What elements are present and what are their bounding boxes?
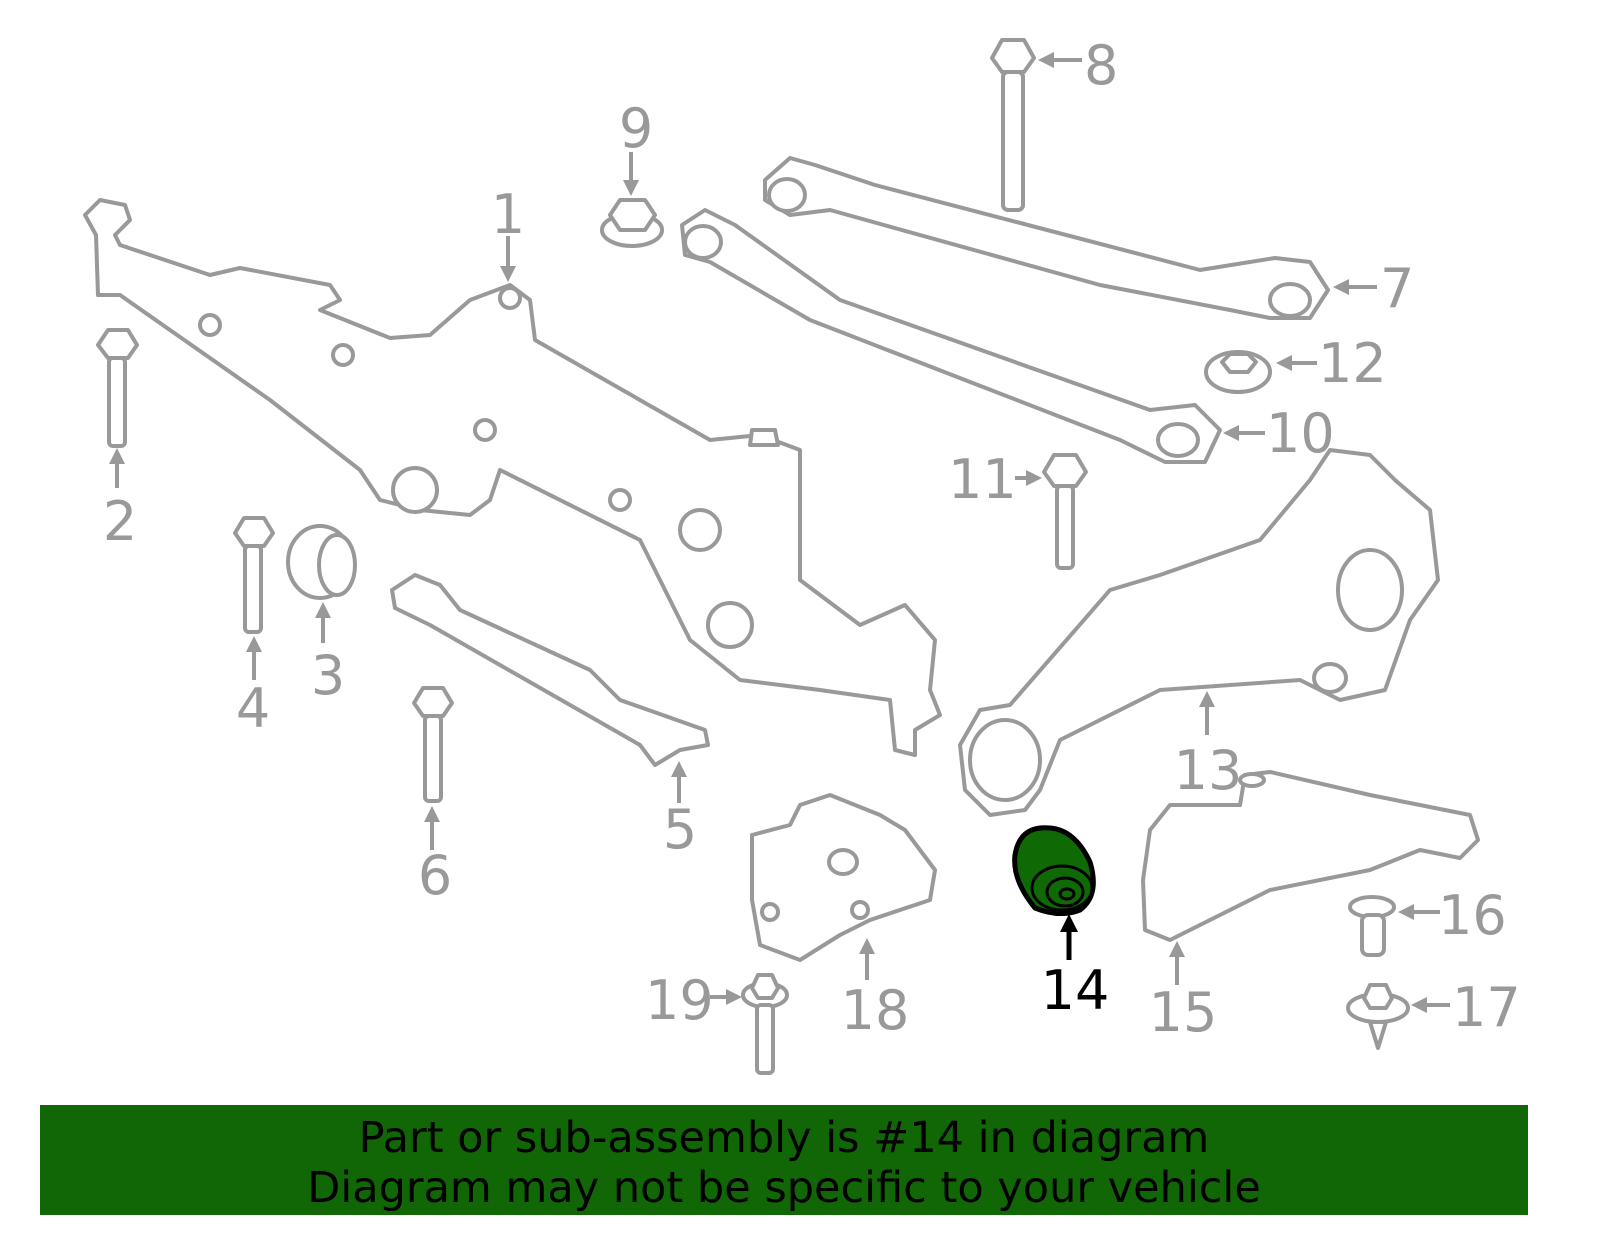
callout-19: 19 <box>645 969 714 1032</box>
callout-2: 2 <box>103 490 137 553</box>
part-bushing-3[interactable] <box>286 524 357 600</box>
callout-1: 1 <box>491 183 525 246</box>
callout-4: 4 <box>236 677 270 740</box>
callout-8: 8 <box>1084 34 1118 97</box>
callout-3: 3 <box>311 644 345 707</box>
callout-6: 6 <box>418 844 452 907</box>
callout-11: 11 <box>948 448 1017 511</box>
callout-18: 18 <box>841 979 910 1042</box>
part-bolt-19[interactable] <box>741 973 789 1075</box>
callout-12: 12 <box>1318 332 1387 395</box>
callout-13: 13 <box>1174 739 1243 802</box>
part-bolt-2[interactable] <box>96 328 139 448</box>
part-bushing-14-highlighted[interactable] <box>1012 825 1096 916</box>
callout-16: 16 <box>1438 884 1507 947</box>
part-clip-16[interactable] <box>1348 895 1396 957</box>
part-bolt-4[interactable] <box>233 516 275 634</box>
part-control-arm-10[interactable] <box>680 208 1222 464</box>
part-control-arm-7[interactable] <box>763 156 1330 320</box>
info-banner: Part or sub-assembly is #14 in diagram D… <box>40 1105 1528 1215</box>
part-bracket-15[interactable] <box>1141 770 1480 942</box>
part-screw-17[interactable] <box>1346 983 1410 1050</box>
part-bolt-6[interactable] <box>412 686 454 803</box>
part-nut-9[interactable] <box>600 198 664 248</box>
callout-14: 14 <box>1041 959 1110 1022</box>
part-knuckle-13[interactable] <box>958 448 1440 817</box>
banner-line-2: Diagram may not be specific to your vehi… <box>307 1163 1261 1213</box>
part-washer-12[interactable] <box>1204 350 1272 394</box>
part-subframe[interactable] <box>83 198 942 757</box>
banner-line-1: Part or sub-assembly is #14 in diagram <box>358 1113 1210 1163</box>
part-bolt-11[interactable] <box>1042 453 1088 570</box>
callout-arrows <box>109 52 1450 1013</box>
callout-17: 17 <box>1452 976 1521 1039</box>
callout-10: 10 <box>1266 402 1335 465</box>
part-bolt-8[interactable] <box>990 38 1036 212</box>
callout-15: 15 <box>1149 981 1218 1044</box>
part-bracket-5[interactable] <box>390 573 710 767</box>
callout-5: 5 <box>663 798 697 861</box>
callout-7: 7 <box>1380 257 1414 320</box>
callout-9: 9 <box>619 97 653 160</box>
part-mount-18[interactable] <box>750 793 937 962</box>
